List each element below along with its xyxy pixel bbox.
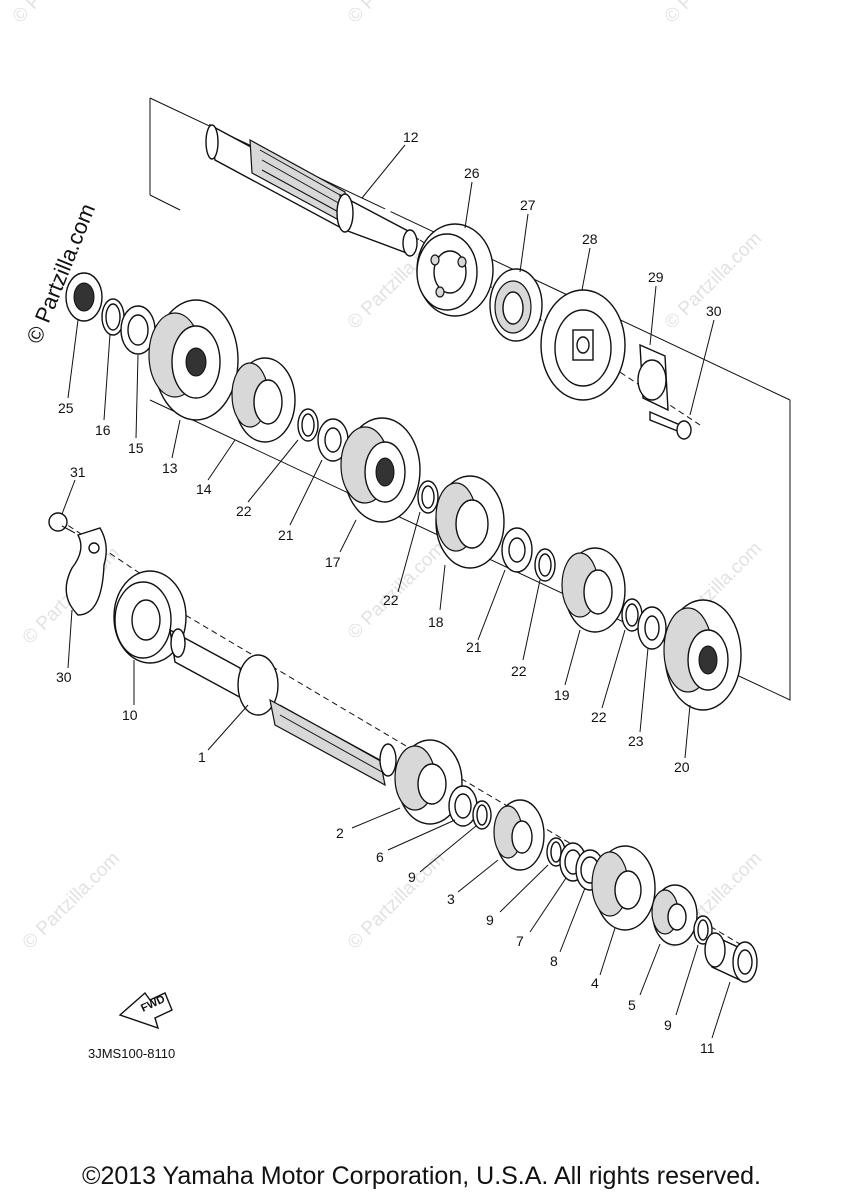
watermark-text: © Partzilla.com	[344, 848, 449, 953]
watermark-text: © Partzilla.com	[9, 0, 114, 28]
washer-21	[317, 418, 349, 462]
callout-7: 7	[516, 933, 524, 949]
bearing-10	[113, 570, 187, 664]
circlip-22	[534, 548, 556, 582]
bolt-29	[649, 410, 692, 440]
watermark-text: © Partzilla.com	[344, 0, 449, 28]
gear-3	[493, 799, 545, 871]
callout-14: 14	[196, 481, 212, 497]
callout-17: 19	[554, 687, 570, 703]
callout-8: 8	[550, 953, 558, 969]
lock-washer-28	[637, 343, 669, 412]
circlip-22	[621, 598, 643, 632]
leader-lines	[61, 144, 731, 1039]
callout-20: 16	[95, 422, 111, 438]
gear-4	[591, 845, 656, 931]
bearing-25	[416, 223, 494, 317]
drive-axle-12	[205, 123, 418, 257]
circlip-20	[101, 298, 125, 336]
diagram-code: 3JMS100-8110	[88, 1046, 175, 1061]
washer-19	[120, 305, 156, 355]
drive-sprocket-27	[540, 289, 626, 401]
circlip-9	[472, 800, 492, 830]
callout-6: 6	[376, 849, 384, 865]
callout-16: 18	[428, 614, 444, 630]
watermark-text: © Partzilla.com	[19, 848, 124, 953]
callout-30: 30	[56, 669, 72, 685]
callout-labels: 12 26 27 28 29 30 25 16 15 13 14 22 21 1…	[56, 129, 722, 1056]
callout-21: 21	[278, 527, 294, 543]
circlip-22	[297, 408, 319, 442]
callout-26: 27	[520, 197, 536, 213]
callout-27: 28	[582, 231, 598, 247]
circlip-9	[693, 915, 713, 945]
gear-16	[435, 475, 505, 569]
callout-2: 2	[336, 825, 344, 841]
callout-11: 11	[700, 1040, 715, 1056]
callout-1: 1	[198, 749, 206, 765]
callout-22: 22	[511, 663, 527, 679]
callout-13: 13	[162, 460, 178, 476]
callout-24: 25	[58, 400, 74, 416]
main-axle-1	[169, 628, 397, 787]
gear-18	[663, 599, 742, 711]
fwd-arrow-icon: FWD	[118, 991, 173, 1030]
gear-15	[340, 417, 421, 523]
callout-18: 20	[674, 759, 690, 775]
callout-23: 23	[628, 733, 644, 749]
callout-12: 12	[403, 129, 419, 145]
callout-3: 3	[447, 891, 455, 907]
callout-5: 5	[628, 997, 636, 1013]
callout-25: 26	[464, 165, 480, 181]
oil-seal-26	[489, 268, 543, 342]
callout-22: 22	[383, 592, 399, 608]
washer-21	[501, 527, 533, 573]
gear-17	[561, 547, 626, 633]
watermark-text: © Partzilla.com	[661, 0, 766, 28]
gear-14	[231, 357, 296, 443]
callout-9: 9	[664, 1017, 672, 1033]
callout-22: 22	[236, 503, 252, 519]
callout-15: 17	[325, 554, 341, 570]
washer-23	[637, 606, 667, 650]
callout-10: 10	[122, 707, 138, 723]
washer-6	[448, 785, 478, 827]
callout-31: 31	[70, 464, 86, 480]
bearing-11	[704, 932, 758, 983]
callout-22: 22	[591, 709, 607, 725]
gear-13	[148, 299, 239, 421]
callout-9: 9	[408, 869, 416, 885]
collar-24	[65, 272, 103, 322]
screw-31	[48, 512, 76, 534]
callout-19: 15	[128, 440, 144, 456]
bearing-stopper-30	[65, 527, 107, 616]
callout-4: 4	[591, 975, 599, 991]
callout-29: 30	[706, 303, 722, 319]
callout-9: 9	[486, 912, 494, 928]
gear-2	[394, 739, 463, 825]
copyright-notice: ©2013 Yamaha Motor Corporation, U.S.A. A…	[82, 1162, 761, 1190]
gear-5	[651, 884, 698, 946]
circlip-22	[417, 480, 439, 514]
callout-28: 29	[648, 269, 664, 285]
callout-21: 21	[466, 639, 482, 655]
